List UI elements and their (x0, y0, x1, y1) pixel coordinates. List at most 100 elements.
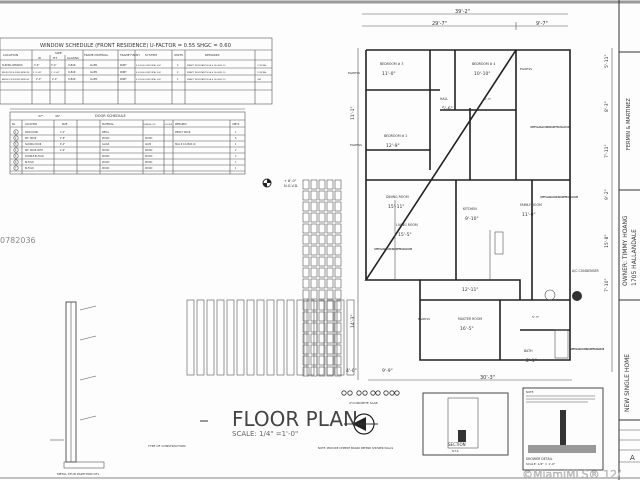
col-header: FRAME MATERIAL (84, 53, 109, 57)
cell: 3 (235, 155, 237, 158)
room-dimension: 5'-6" (442, 106, 453, 112)
slab-panel (334, 179, 342, 190)
slab-panel (326, 201, 334, 212)
safety-glass-note: SAFETY GLASS ACCORDING WITH FBC 2411.4.3… (570, 348, 604, 351)
room-dimension: 11'-0" (382, 71, 396, 77)
footing-icon (394, 390, 400, 396)
slab-panel (334, 267, 342, 278)
cell: BI-FOLD (25, 167, 34, 170)
owner-name: OWNER: TIMMY HOANG (622, 215, 629, 286)
slab-label: 4"CONCRETE SLAB (349, 401, 378, 405)
room-name: DINING ROOM (386, 195, 409, 199)
slab-panel (302, 212, 310, 223)
slab-panel (286, 299, 295, 376)
cell: PAINT (120, 78, 127, 81)
cell: 5 (15, 155, 17, 158)
cell: 3'-1 5/8" (51, 72, 60, 74)
slab-panel (310, 212, 318, 223)
cell: 4 (15, 149, 17, 152)
slab-panel (310, 190, 318, 201)
room-dimension: 2'-1" (526, 358, 537, 364)
slab-panel (334, 333, 342, 344)
room-name: BEDROOM # 2 (384, 134, 407, 138)
slab-panel (334, 212, 342, 223)
cell: E.S.2000 HORIZONTAL SLM (136, 64, 161, 67)
cell: 3'-6" (34, 64, 39, 67)
dim: 11'-1" (350, 106, 356, 120)
shower-note: NOTE: PROVIDE CEMENT BOARD BEHIND SHOWER… (318, 446, 394, 450)
cell: BEDROOM SLIDING WINDOW (2, 72, 30, 74)
col-header: REMARKS (205, 53, 220, 57)
col-header: HT (53, 56, 57, 60)
cell: WOOD (145, 149, 153, 152)
slab-panel (302, 366, 310, 377)
room-dimension: 9'-10" (465, 216, 479, 222)
slab-panel (302, 234, 310, 245)
cell: 3 (15, 143, 17, 146)
footing-icon (362, 390, 368, 396)
slab-panel (302, 190, 310, 201)
room-name: BEDROOM # 4 (472, 62, 495, 66)
dim-left: 29'-7" (432, 21, 447, 27)
footing-icon (356, 390, 362, 396)
slab-panel (336, 299, 345, 376)
project-name: NEW SINGLE HOME (624, 354, 631, 412)
cell: IMPACT RESISTANT NOA # 14-0822.10 (187, 78, 226, 81)
col-header: LOCATION (3, 53, 18, 57)
slab-panel (326, 256, 334, 267)
cell: 6'-0" (60, 143, 65, 146)
cell: PAINT (120, 64, 127, 67)
window-schedule: WINDOW SCHEDULE (FRONT RESIDENCE) U-FACT… (0, 37, 273, 110)
dim-bottom: 30'-3" (480, 375, 495, 381)
room-dimension: 16'-5" (460, 326, 474, 332)
slab-panel (318, 223, 326, 234)
slab-panel (318, 344, 326, 355)
slab-panel (196, 299, 205, 376)
dim: 8'-3" (484, 97, 492, 101)
cell: E.S.2000 HORIZONTAL SLM (136, 78, 161, 81)
cell: BI-FOLD (25, 161, 34, 164)
footing-icon (383, 390, 389, 396)
cell: DOUBLE BI-FOLD (25, 155, 44, 158)
room-name: BATH (524, 349, 533, 353)
slab-panel (306, 299, 315, 376)
slab-panel (334, 311, 342, 322)
slab-panel (316, 299, 325, 376)
col-header: LOCATION (25, 123, 37, 126)
section-detail: SECTION N.T.S. (422, 392, 509, 456)
slab-panel (302, 344, 310, 355)
section-title: SECTION (448, 442, 466, 447)
column-footings (341, 390, 400, 396)
cell: IMPACT RESISTANT NOA # 14-0822.10 (187, 64, 226, 67)
slab-panel (334, 344, 342, 355)
slab-panel (226, 299, 235, 376)
door-schedule-title: DOOR SCHEDULE (95, 114, 126, 118)
ngvd-marker: + 8'-0" N.G.V.D. (262, 178, 298, 188)
shower-detail: NOTE: SHOWER DETAIL SCALE: 1/2" = 1'-0" (522, 387, 604, 471)
cell: WOOD (102, 137, 110, 140)
slab-panel (318, 322, 326, 333)
slab-panel (318, 201, 326, 212)
slab-panel (326, 267, 334, 278)
title-block: FERMIN & MARTINEZ OWNER: TIMMY HOANG 170… (618, 0, 640, 480)
footing-icon (370, 390, 376, 396)
cell: 1 (235, 167, 237, 170)
cell: MAIN DOOR (25, 131, 38, 134)
col-header: THRESHOLD (143, 124, 156, 126)
slab-panel (326, 322, 334, 333)
cell: 7 (15, 167, 17, 170)
slab-panel (326, 179, 334, 190)
dim-overall: 39'-2" (455, 9, 470, 15)
slab-panel (334, 190, 342, 201)
cell: ALUM (145, 143, 151, 146)
cell: NOA # 14-0822.10 (175, 143, 196, 146)
slab-panel (310, 278, 318, 289)
dim: 14'-3" (350, 314, 356, 328)
slab-panel (256, 299, 265, 376)
dim: 9'-9" (382, 368, 393, 374)
slab-panel (326, 289, 334, 300)
slab-panel (326, 223, 334, 234)
cell: 2'-6" (60, 149, 65, 152)
dim: 15'-8" (604, 234, 610, 248)
